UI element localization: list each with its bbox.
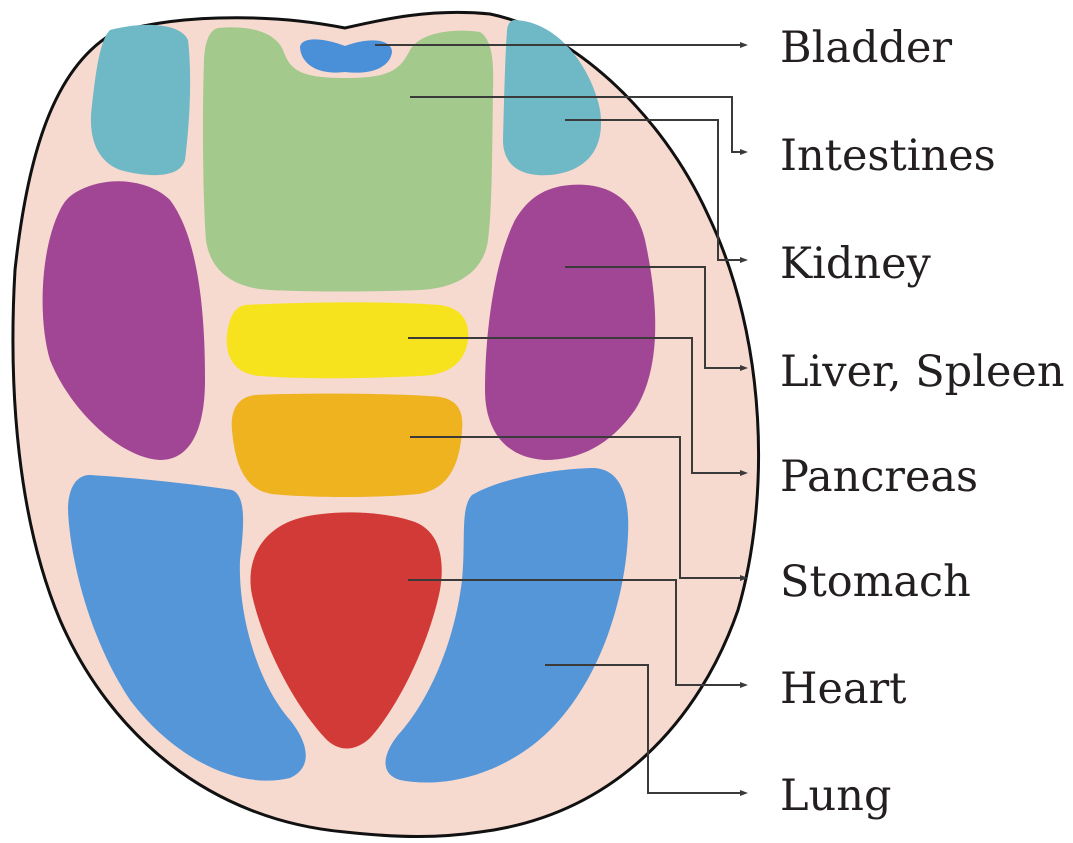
label-kidney: Kidney [780,239,932,289]
label-heart: Heart [780,664,906,714]
intestines-left-region [91,25,190,175]
pancreas-region [232,394,463,497]
liver-spleen-region [227,302,469,378]
label-pancreas: Pancreas [780,452,978,502]
label-intestines: Intestines [780,131,996,181]
label-stomach: Stomach [780,557,971,607]
label-liver-spleen: Liver, Spleen [780,347,1065,397]
label-bladder: Bladder [780,23,952,73]
label-lung: Lung [780,771,891,821]
